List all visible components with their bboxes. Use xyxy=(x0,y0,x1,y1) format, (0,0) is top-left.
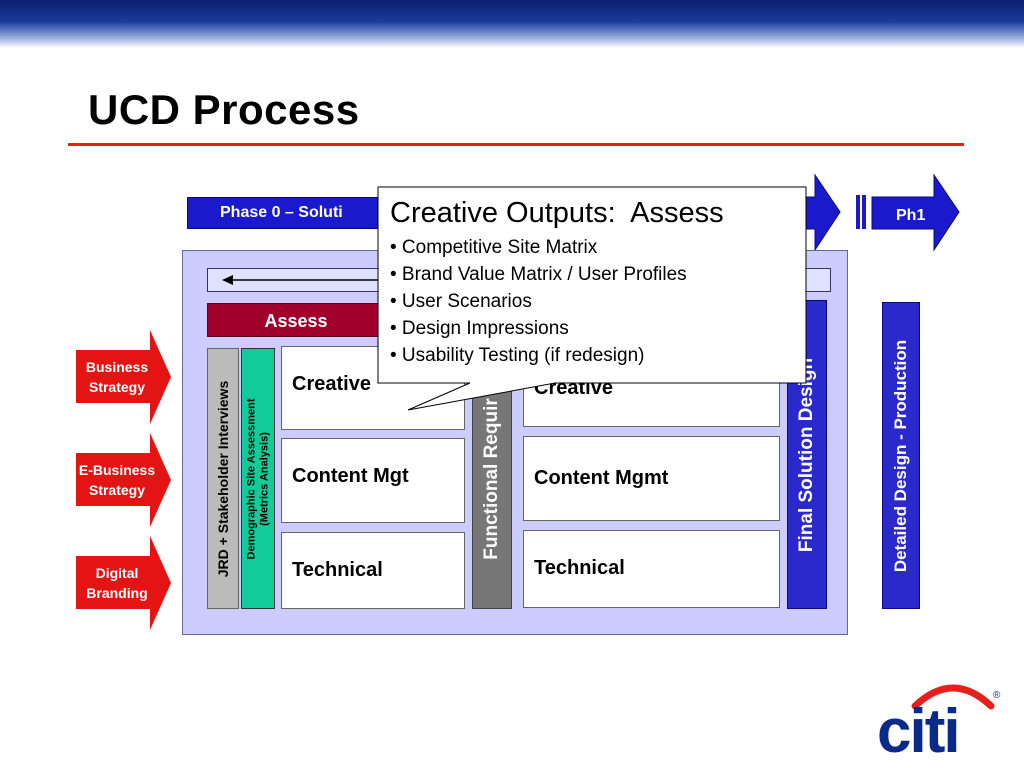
ph1-label: Ph1 xyxy=(896,207,925,224)
callout-item: • User Scenarios xyxy=(390,291,532,312)
title-divider xyxy=(68,143,964,146)
business-strategy-arrow xyxy=(76,330,171,424)
phase-separator xyxy=(856,195,860,229)
input-line: Strategy xyxy=(88,379,146,395)
callout-item: • Competitive Site Matrix xyxy=(390,237,598,258)
left-content-cell: Content Mgt xyxy=(281,438,465,523)
input-line: E-Business xyxy=(78,462,156,478)
phase0-label: Phase 0 – Soluti xyxy=(187,197,387,229)
demographic-column: Demographic Site Assessment (Metrics Ana… xyxy=(241,348,275,609)
callout-item: • Brand Value Matrix / User Profiles xyxy=(390,264,687,285)
logo-registered-mark: ® xyxy=(993,690,1001,701)
left-creative-cell: Creative xyxy=(281,346,465,430)
logo-arc xyxy=(911,684,995,710)
input-line: Business xyxy=(85,359,149,375)
page-title: UCD Process xyxy=(88,86,360,133)
input-line: Digital xyxy=(95,565,139,581)
input-business-strategy: Business Strategy xyxy=(76,357,158,397)
callout-item: • Design Impressions xyxy=(390,318,569,339)
input-ebusiness-strategy: E-Business Strategy xyxy=(76,460,158,500)
jrd-column: JRD + Stakeholder Interviews xyxy=(207,348,239,609)
callout-item: • Usability Testing (if redesign) xyxy=(390,345,645,366)
input-line: Strategy xyxy=(88,482,146,498)
logo-text: citi xyxy=(877,697,959,762)
citi-logo: citi ® xyxy=(877,684,1001,762)
right-technical-cell: Technical xyxy=(523,530,780,608)
creative-outputs-callout: Creative Outputs: Assess • Competitive S… xyxy=(378,187,806,383)
input-line: Branding xyxy=(86,585,148,601)
input-digital-branding: Digital Branding xyxy=(76,563,158,603)
left-technical-cell: Technical xyxy=(281,532,465,609)
callout-title: Creative Outputs: Assess xyxy=(390,197,724,229)
digital-branding-arrow xyxy=(76,536,171,630)
header-band xyxy=(0,0,1024,48)
phase-separator xyxy=(862,195,866,229)
ebusiness-strategy-arrow xyxy=(76,433,171,527)
ph1-arrow-shape xyxy=(871,173,960,252)
assess-bar: Assess xyxy=(207,303,385,337)
detailed-design-column: Detailed Design - Production xyxy=(882,302,920,609)
right-content-cell: Content Mgmt xyxy=(523,436,780,521)
